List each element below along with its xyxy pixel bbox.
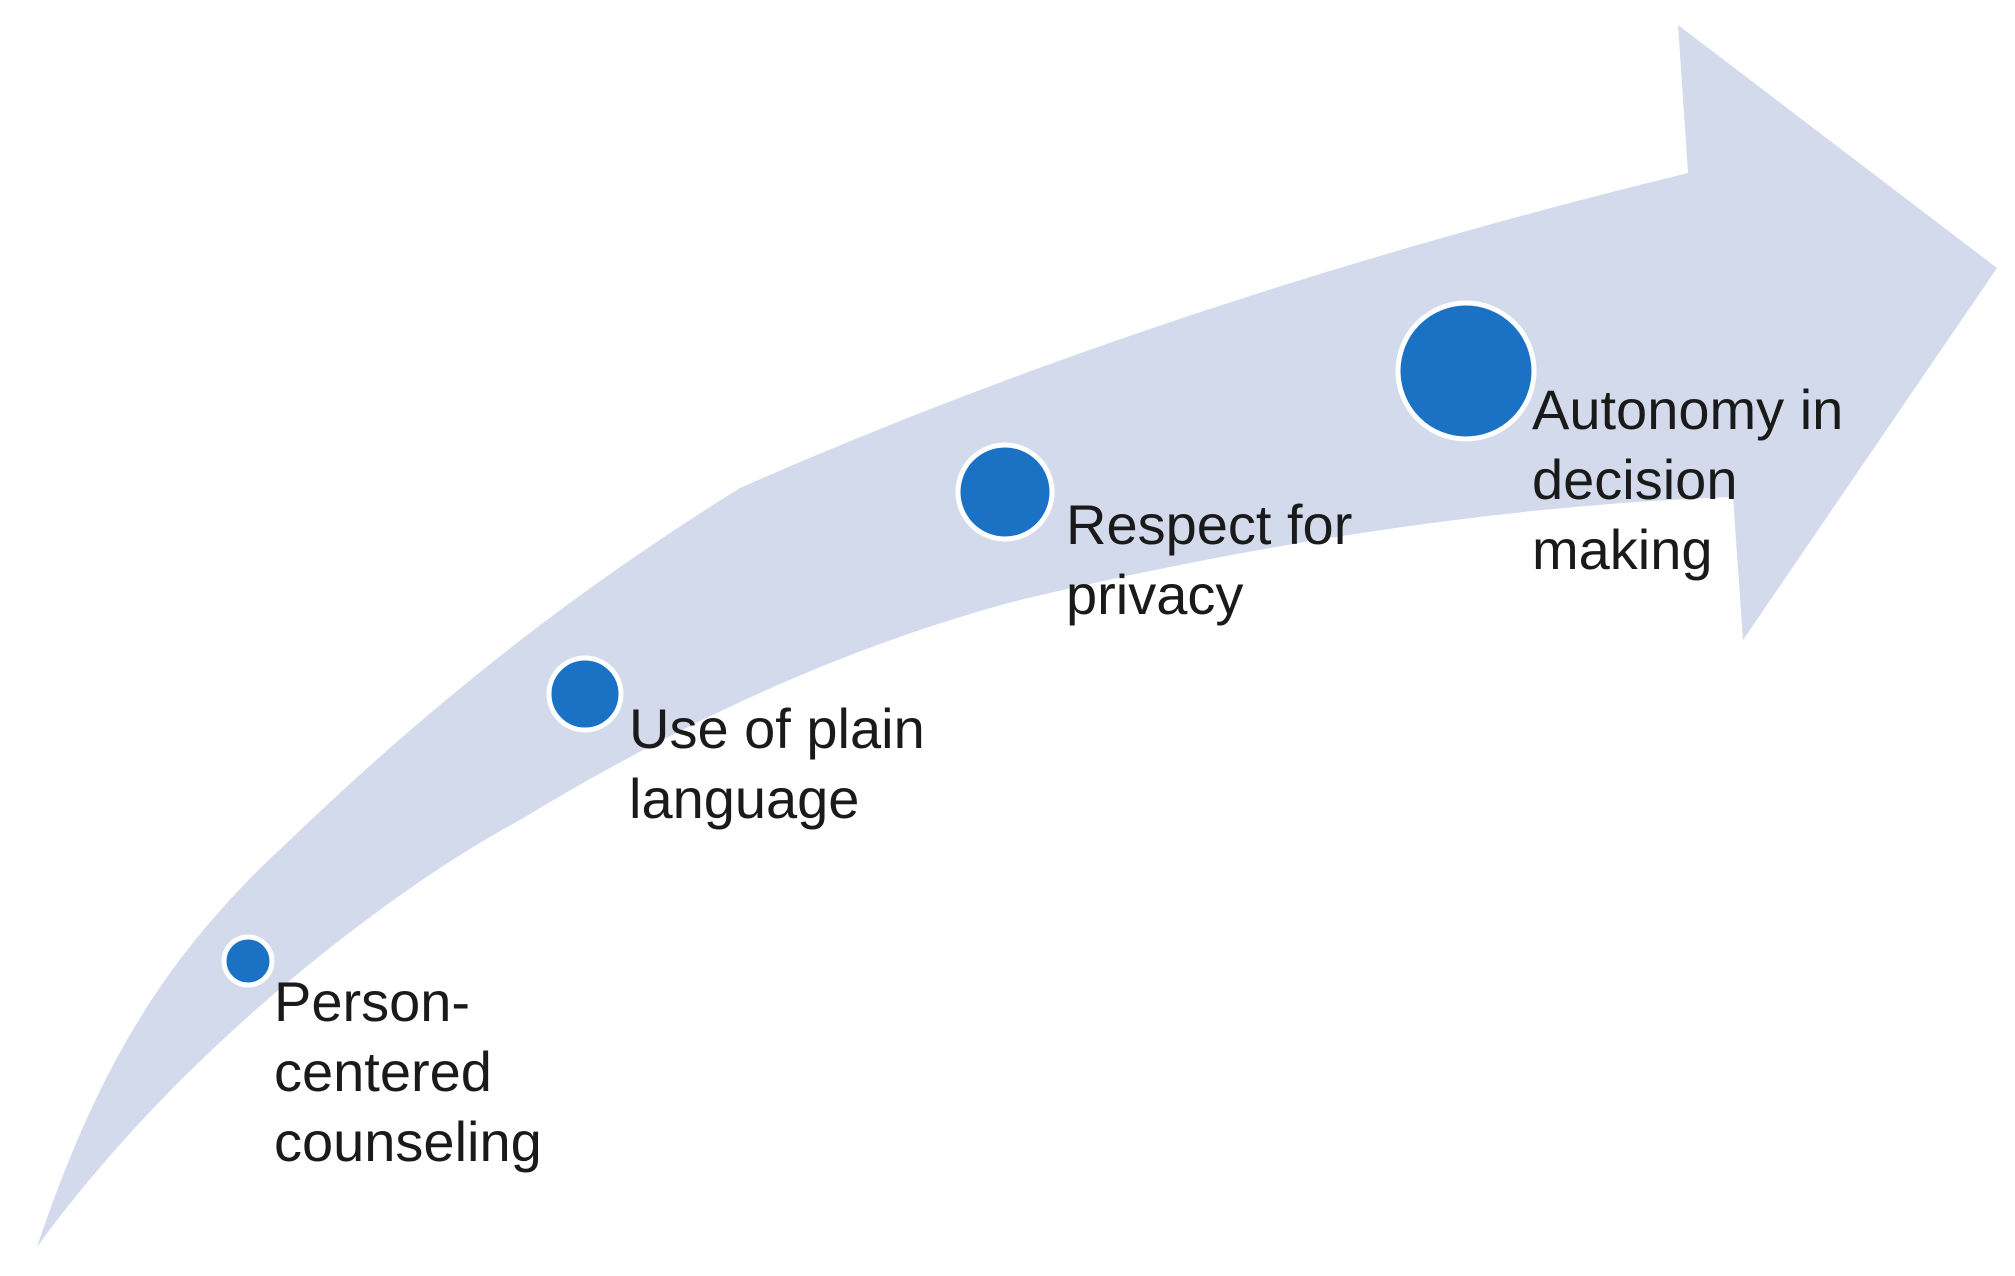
step-dot-1 [221, 934, 275, 988]
step-label-person-centered-counseling: Person- centered counseling [274, 970, 542, 1173]
step-dot-2 [546, 655, 624, 733]
step-dot-4 [1395, 300, 1537, 442]
step-label-use-of-plain-language: Use of plain language [629, 697, 925, 830]
step-dot-3 [955, 442, 1055, 542]
step-label-respect-for-privacy: Respect for privacy [1066, 493, 1353, 626]
step-label-autonomy-in-decision-making: Autonomy in decision making [1532, 378, 1844, 581]
